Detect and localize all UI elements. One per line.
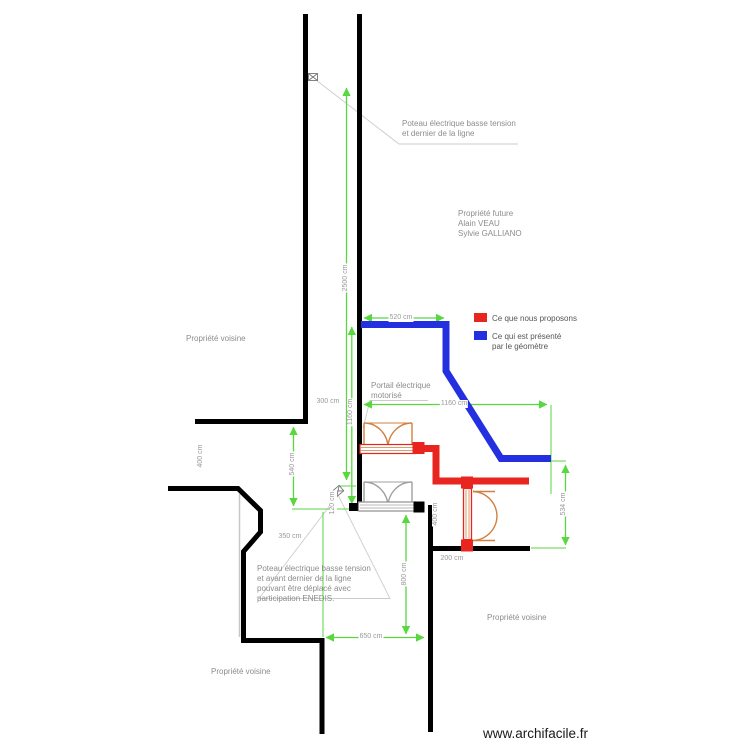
pole-top-note-line1: Poteau électrique basse tension — [402, 119, 516, 128]
wall-junction — [349, 503, 363, 511]
pole-bottom-line3: pouvant être déplacé avec — [257, 584, 351, 593]
legend-proposed-label: Ce que nous proposons — [492, 314, 577, 323]
dim-top-width: 520 cm — [388, 314, 414, 322]
pole-bottom-line4: participation ENEDIS. — [257, 594, 335, 603]
property-future-line1: Propriété future — [458, 209, 514, 218]
property-bottom-left-label: Propriété voisine — [211, 667, 271, 676]
legend-surveyor-line2: par le géomètre — [492, 342, 549, 351]
dim-bottom-height: 800 cm — [401, 561, 409, 587]
legend-proposed-swatch — [474, 313, 487, 322]
property-bottom-right-label: Propriété voisine — [487, 613, 547, 622]
lower-left-wall — [168, 486, 325, 734]
dim-left-height: 1160 cm — [347, 397, 355, 427]
dim-road-length: 2500 cm — [342, 263, 350, 293]
surveyor-line — [361, 321, 551, 462]
property-future-line2: Alain VEAU — [458, 219, 500, 228]
dim-bottom-width: 650 cm — [358, 633, 384, 641]
legend-surveyor-line1: Ce qui est présenté — [492, 332, 562, 341]
pole-bottom-note: Poteau électrique basse tension et avant… — [257, 564, 371, 604]
dim-pole-offset: 120 cm — [329, 490, 337, 516]
gate-post-red — [412, 442, 425, 454]
dim-middle-width: 1160 cm — [439, 400, 469, 408]
property-left-label: Propriété voisine — [186, 334, 246, 343]
pole-bottom-line2: et avant dernier de la ligne — [257, 574, 352, 583]
legend-surveyor-label: Ce qui est présenté par le géomètre — [492, 332, 561, 352]
existing-gate — [357, 481, 417, 512]
dim-right-height: 534 cm — [560, 491, 568, 517]
motorized-gate — [359, 422, 417, 455]
dim-lower-left: 350 cm — [277, 533, 303, 541]
gate-post-black — [413, 501, 425, 513]
pole-symbol-top — [308, 73, 318, 81]
pole-bottom-line1: Poteau électrique basse tension — [257, 564, 371, 573]
legend-surveyor-swatch — [474, 331, 487, 340]
dim-road-width: 300 cm — [315, 398, 341, 406]
dim-wall-gap: 540 cm — [289, 451, 297, 477]
archifacile-watermark: www.archifacile.fr — [483, 726, 589, 741]
gate-label-line1: Portail électrique — [371, 381, 431, 390]
pole-top-note: Poteau électrique basse tension et derni… — [402, 119, 516, 139]
proposed-line — [418, 445, 529, 485]
pole-top-note-line2: et dernier de la ligne — [402, 129, 475, 138]
gate-label-line2: motorisé — [371, 391, 402, 400]
dim-left-side: 400 cm — [197, 443, 205, 469]
property-future-line3: Sylvie GALLIANO — [458, 229, 522, 238]
gate-label: Portail électrique motorisé — [371, 381, 431, 401]
walls — [168, 14, 530, 734]
side-gate — [461, 476, 498, 552]
property-future-note: Propriété future Alain VEAU Sylvie GALLI… — [458, 209, 522, 239]
dim-right-side: 400 cm — [432, 501, 440, 527]
dim-right-wall: 200 cm — [439, 555, 465, 563]
